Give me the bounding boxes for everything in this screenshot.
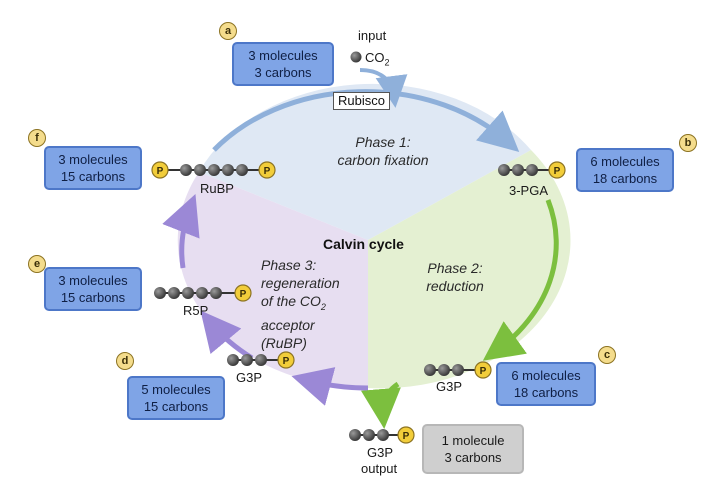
rubisco-enzyme-label: Rubisco [333,92,390,110]
box-c-line2: 18 carbons [513,385,579,400]
box-e: 3 molecules 15 carbons [44,267,142,311]
phase2-line1: Phase 2: [427,260,483,276]
phase3-line4: acceptor [261,316,315,333]
g3p-right-label: G3P [436,379,463,394]
marker-b: b [679,134,697,152]
output-arrow [361,381,401,429]
pga-label: 3-PGA [509,183,549,198]
box-f-line1: 3 molecules [58,152,128,167]
co2-label: CO2 [365,50,390,68]
box-f-line2: 15 carbons [60,169,126,184]
phosphate-label: P [264,166,271,177]
g3p-left-molecule [227,351,295,369]
box-b-line2: 18 carbons [592,171,658,186]
input-arrow [359,68,408,108]
box-c-line1: 6 molecules [511,368,581,383]
phosphate-label: P [403,431,410,442]
marker-e: e [28,255,46,273]
box-output-line1: 1 molecule [441,433,505,448]
phase1-label: Phase 1: carbon fixation [318,133,448,169]
box-a-line2: 3 carbons [254,65,312,80]
g3p-left-label: G3P [236,370,263,385]
box-c: 6 molecules 18 carbons [496,362,596,406]
cycle-title: Calvin cycle [323,236,404,252]
r5p-molecule [154,284,252,302]
co2-subscript: 2 [384,57,390,68]
box-b-line1: 6 molecules [590,154,660,169]
box-b: 6 molecules 18 carbons [576,148,674,192]
rubp-label: RuBP [200,181,234,196]
phosphate-label: P [157,166,164,177]
box-f: 3 molecules 15 carbons [44,146,142,190]
co2-carbon-bead [350,51,362,63]
marker-f: f [28,129,46,147]
phase1-line2: carbon fixation [337,152,429,168]
box-output-line2: 3 carbons [444,450,502,465]
phase3-line3: of the CO2 [261,292,361,316]
box-output: 1 molecule 3 carbons [422,424,524,474]
marker-d: d [116,352,134,370]
phase1-arrow [212,89,520,152]
phase3-arrow-upper [162,194,200,269]
box-e-line2: 15 carbons [60,290,126,305]
phase3-line3-sub: 2 [320,301,326,312]
phase1-sector [199,83,531,240]
box-a-line1: 3 molecules [248,48,318,63]
g3p-right-molecule [424,361,492,379]
g3p-output-molecule [349,426,415,444]
phase2-line2: reduction [426,278,484,294]
phosphate-label: P [240,289,247,300]
phase1-line1: Phase 1: [355,134,411,150]
rubp-molecule [151,161,276,179]
box-d: 5 molecules 15 carbons [127,376,225,420]
phase3-line1: Phase 3: [261,257,317,273]
box-e-line1: 3 molecules [58,273,128,288]
phase2-arrow [482,199,559,361]
phosphate-label: P [283,356,290,367]
box-d-line2: 15 carbons [143,399,209,414]
phosphate-label: P [554,166,561,177]
input-label: input [358,28,387,43]
phase3-label: Phase 3: regeneration of the CO2 accepto… [261,256,361,352]
g3p-output-label: G3P [367,445,394,460]
phase2-label: Phase 2: reduction [410,259,500,295]
box-d-line1: 5 molecules [141,382,211,397]
phase3-line2: regeneration [261,275,340,291]
phosphate-label: P [480,366,487,377]
marker-a: a [219,22,237,40]
marker-c: c [598,346,616,364]
phase3-line3-text: of the CO [261,293,321,309]
output-label: output [361,461,398,476]
phase3-line5: (RuBP) [261,334,307,351]
co2-text: CO [365,50,385,65]
r5p-label: R5P [183,303,209,318]
box-a: 3 molecules 3 carbons [232,42,334,86]
pga-molecule [498,161,566,179]
